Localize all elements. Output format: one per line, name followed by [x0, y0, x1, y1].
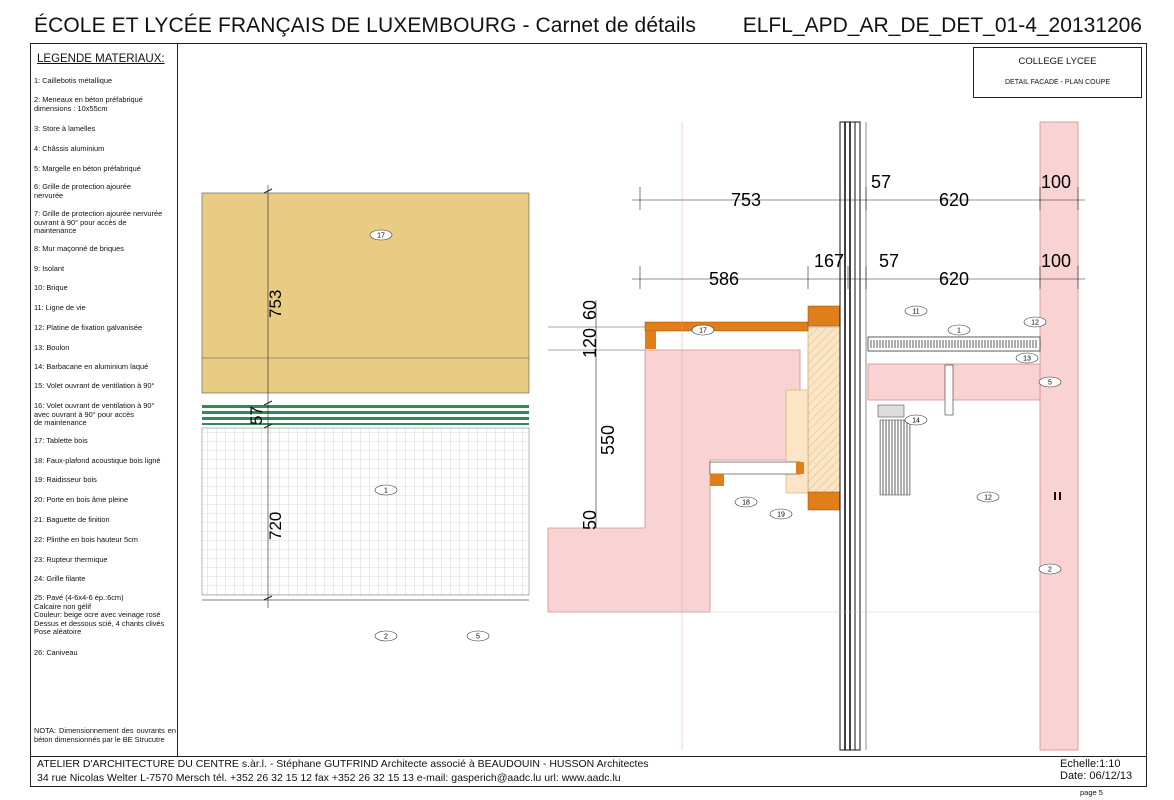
legend-item: 24: Grille filante — [34, 574, 86, 583]
info-box-title: COLLEGE LYCEE — [1018, 56, 1097, 67]
info-box-subtitle: DETAIL FACADE - PLAN COUPE — [1004, 79, 1111, 86]
title-block: ATELIER D'ARCHITECTURE DU CENTRE s.àr.l.… — [31, 756, 1146, 787]
legend-note: NOTA: Dimensionnement des ouvrants en bé… — [34, 726, 176, 744]
legend-item: 7: Grille de protection ajourée nervurée… — [34, 209, 163, 235]
drawing-frame — [30, 43, 1147, 787]
legend-title: LEGENDE MATERIAUX: — [37, 53, 165, 65]
legend-item: 16: Volet ouvrant de ventilation à 90° a… — [34, 401, 155, 427]
legend-item: 3: Store à lamelles — [34, 124, 96, 133]
legend-item: 12: Platine de fixation galvanisée — [34, 323, 143, 332]
legend-item: 21: Baguette de finition — [34, 515, 110, 524]
legend-panel: LEGENDE MATERIAUX: 1: Caillebotis métall… — [31, 44, 178, 756]
legend-item: 1: Caillebotis métallique — [34, 76, 113, 85]
legend-item: 10: Brique — [34, 283, 68, 292]
legend-item: 8: Mur maçonné de briques — [34, 244, 124, 253]
legend-item: 2: Meneaux en béton préfabriqué dimensio… — [34, 95, 143, 113]
scale-label: Echelle:1:10 — [1060, 758, 1121, 770]
legend-item: 23: Rupteur thermique — [34, 555, 108, 564]
legend-item: 15: Volet ouvrant de ventilation à 90° — [34, 381, 155, 390]
legend-item: 6: Grille de protection ajourée nervurée — [34, 182, 131, 200]
page-number: page 5 — [1080, 788, 1103, 797]
legend-item: 4: Châssis aluminium — [34, 144, 105, 153]
legend-item: 18: Faux-plafond acoustique bois ligné — [34, 456, 161, 465]
document-code: ELFL_APD_AR_DE_DET_01-4_20131206 — [742, 14, 1142, 37]
legend-item: 9: Isolant — [34, 264, 64, 273]
legend-item: 22: Plinthe en bois hauteur 5cm — [34, 535, 138, 544]
legend-item: 19: Raidisseur bois — [34, 475, 97, 484]
legend-item: 17: Tablette bois — [34, 436, 88, 445]
legend-item: 11: Ligne de vie — [34, 303, 86, 312]
legend-item: 13: Boulon — [34, 343, 70, 352]
footer-firm: ATELIER D'ARCHITECTURE DU CENTRE s.àr.l.… — [37, 758, 649, 770]
footer-address: 34 rue Nicolas Welter L-7570 Mersch tél.… — [37, 772, 621, 784]
legend-item: 14: Barbacane en aluminium laqué — [34, 362, 149, 371]
info-box: COLLEGE LYCEE DETAIL FACADE - PLAN COUPE — [973, 47, 1142, 98]
date-label: Date: 06/12/13 — [1060, 770, 1133, 782]
page-title: ÉCOLE ET LYCÉE FRANÇAIS DE LUXEMBOURG - … — [34, 14, 696, 37]
legend-item: 20: Porte en bois âme pleine — [34, 495, 129, 504]
legend-item: 5: Margelle en béton préfabriqué — [34, 164, 141, 173]
legend-item: 26: Caniveau — [34, 648, 78, 657]
legend-item: 25: Pavé (4-6x4-6 ép.:6cm) Calcaire non … — [34, 593, 165, 636]
